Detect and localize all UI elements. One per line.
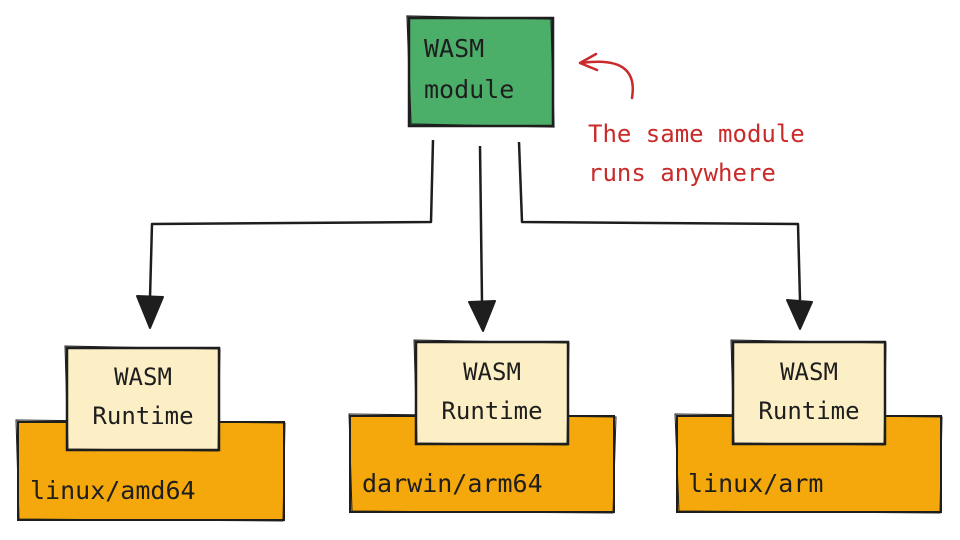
wasm-module-box (407, 16, 555, 128)
platform-label-1: linux/amd64 (30, 476, 196, 505)
platform-node-3: WASM Runtime linux/arm (674, 339, 943, 514)
platform-label-3: linux/arm (688, 469, 823, 498)
runtime-box-3 (731, 340, 887, 446)
connectors (136, 139, 813, 332)
wasm-module-node: WASM module (406, 15, 555, 128)
runtime-3-line1: WASM (780, 358, 838, 386)
arrow-middle (478, 145, 484, 303)
annotation-line2: runs anywhere (588, 159, 776, 187)
runtime-1-line1: WASM (114, 363, 172, 391)
runtime-1-line2: Runtime (92, 402, 193, 430)
runtime-2-line1: WASM (463, 358, 521, 386)
platform-label-2: darwin/arm64 (362, 469, 543, 498)
annotation-arrow (580, 60, 635, 100)
annotation: The same module runs anywhere (578, 52, 805, 187)
platform-node-1: WASM Runtime linux/amd64 (15, 345, 286, 522)
annotation-line1: The same module (588, 120, 805, 148)
platform-node-2: WASM Runtime darwin/arm64 (348, 339, 617, 514)
module-title-line1: WASM (424, 34, 484, 63)
runtime-2-line2: Runtime (441, 397, 542, 425)
runtime-3-line2: Runtime (758, 397, 859, 425)
arrow-left (148, 139, 435, 299)
arrow-right (517, 141, 802, 301)
module-title-line2: module (424, 75, 514, 104)
